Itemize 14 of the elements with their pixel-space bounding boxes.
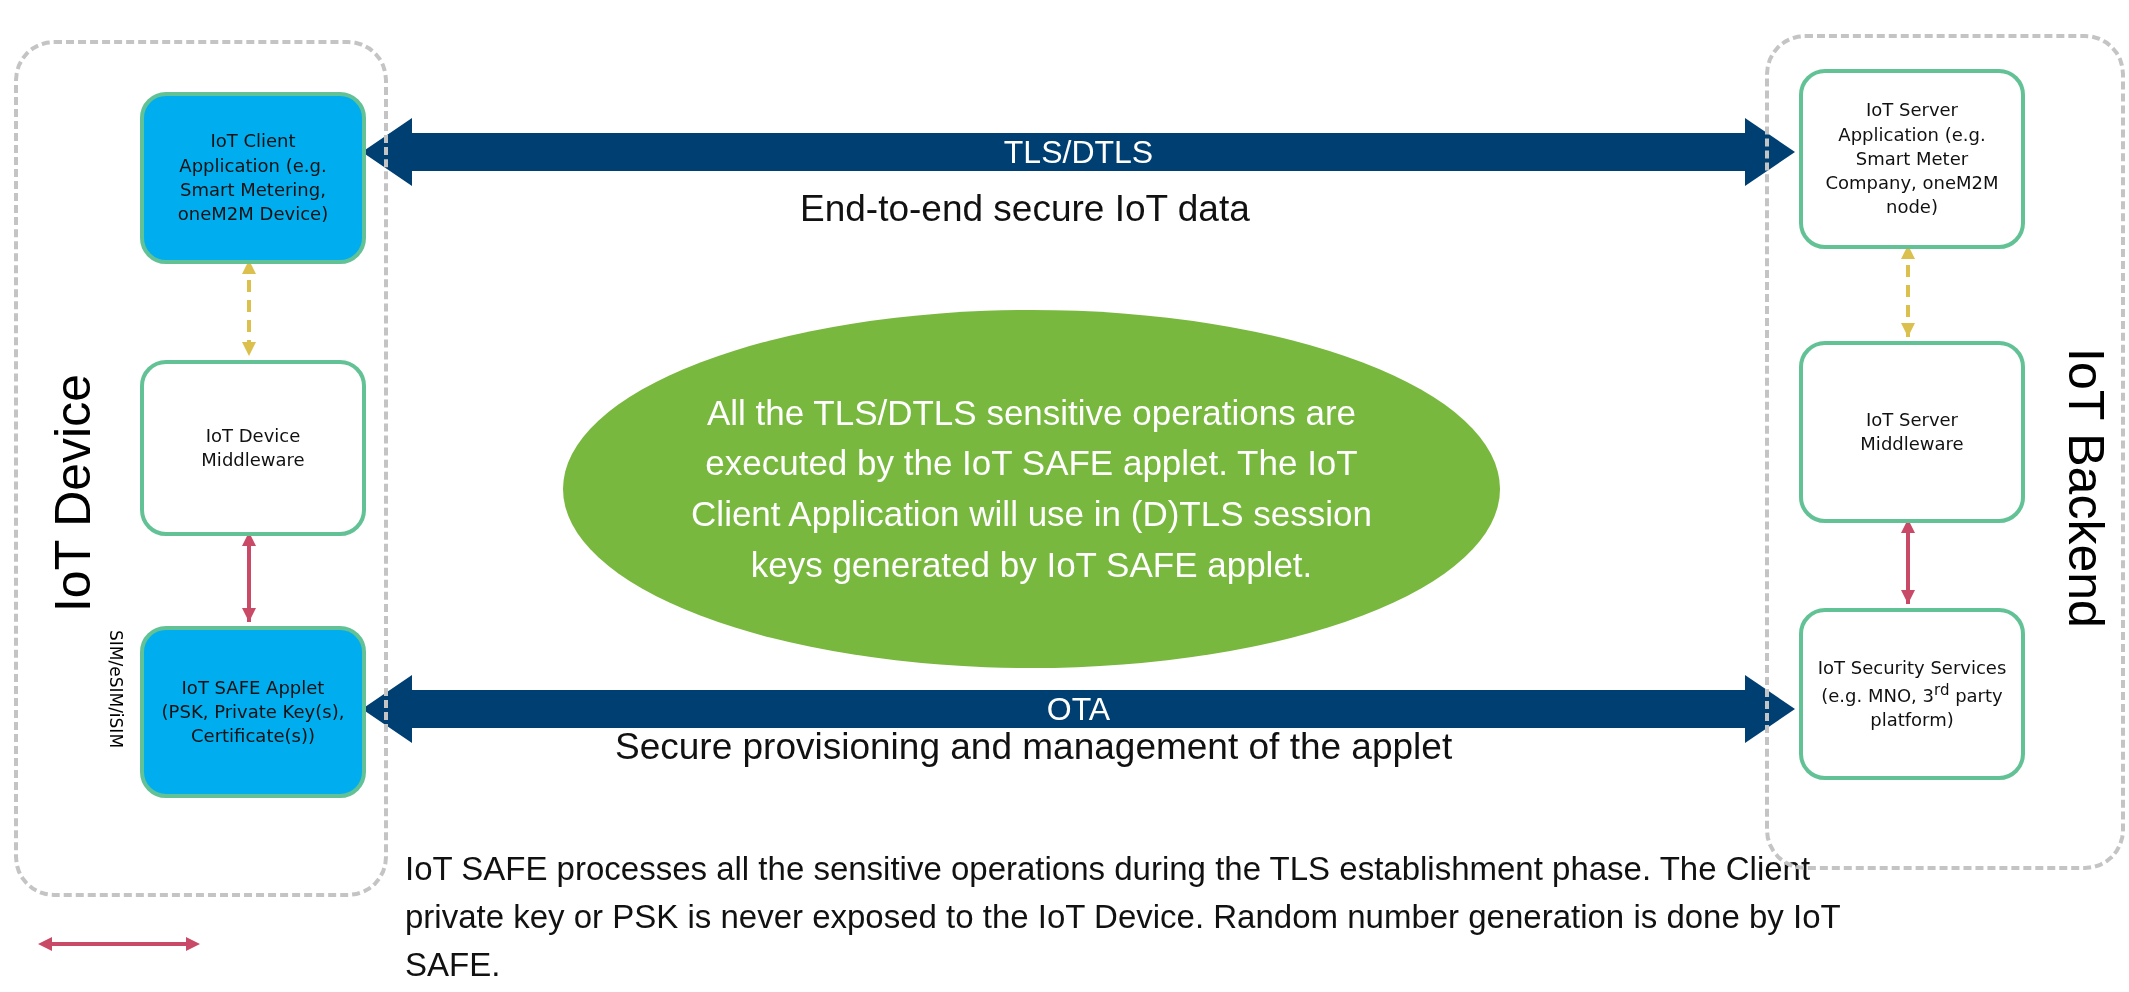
component-box: IoT Server Middleware	[1799, 341, 2025, 523]
note-ellipse: All the TLS/DTLS sensitive operations are executed by the IoT SAFE applet. The IoT Client Application will use in (D)TLS session keys generated by IoT SAFE applet.	[563, 310, 1500, 668]
group-title: IoT Backend	[2061, 348, 2111, 628]
component-box: IoT SAFE Applet (PSK, Private Key(s), Certificate(s))	[140, 626, 366, 798]
caption-text: Secure provisioning and management of the applet	[615, 726, 1454, 768]
component-box: IoT Client Application (e.g. Smart Metering, oneM2M Device)	[140, 92, 366, 264]
group-frame	[14, 40, 388, 897]
component-box: IoT Security Services (e.g. MNO, 3$^{rd}$ party platform)	[1799, 608, 2025, 780]
side-label: SIM/eSIM/iSIM	[106, 630, 126, 749]
caption-text: End-to-end secure IoT data	[800, 188, 1251, 230]
legend-text: IoT SAFE processes all the sensitive operations during the TLS establishment phase. The Client private key or PSK is never exposed to the IoT Device. Random number generation is done by IoT SAFE.	[405, 849, 1842, 985]
component-box: IoT Server Application (e.g. Smart Meter Company, oneM2M node)	[1799, 69, 2025, 249]
group-title: IoT Device	[48, 374, 98, 613]
component-box: IoT Device Middleware	[140, 360, 366, 536]
